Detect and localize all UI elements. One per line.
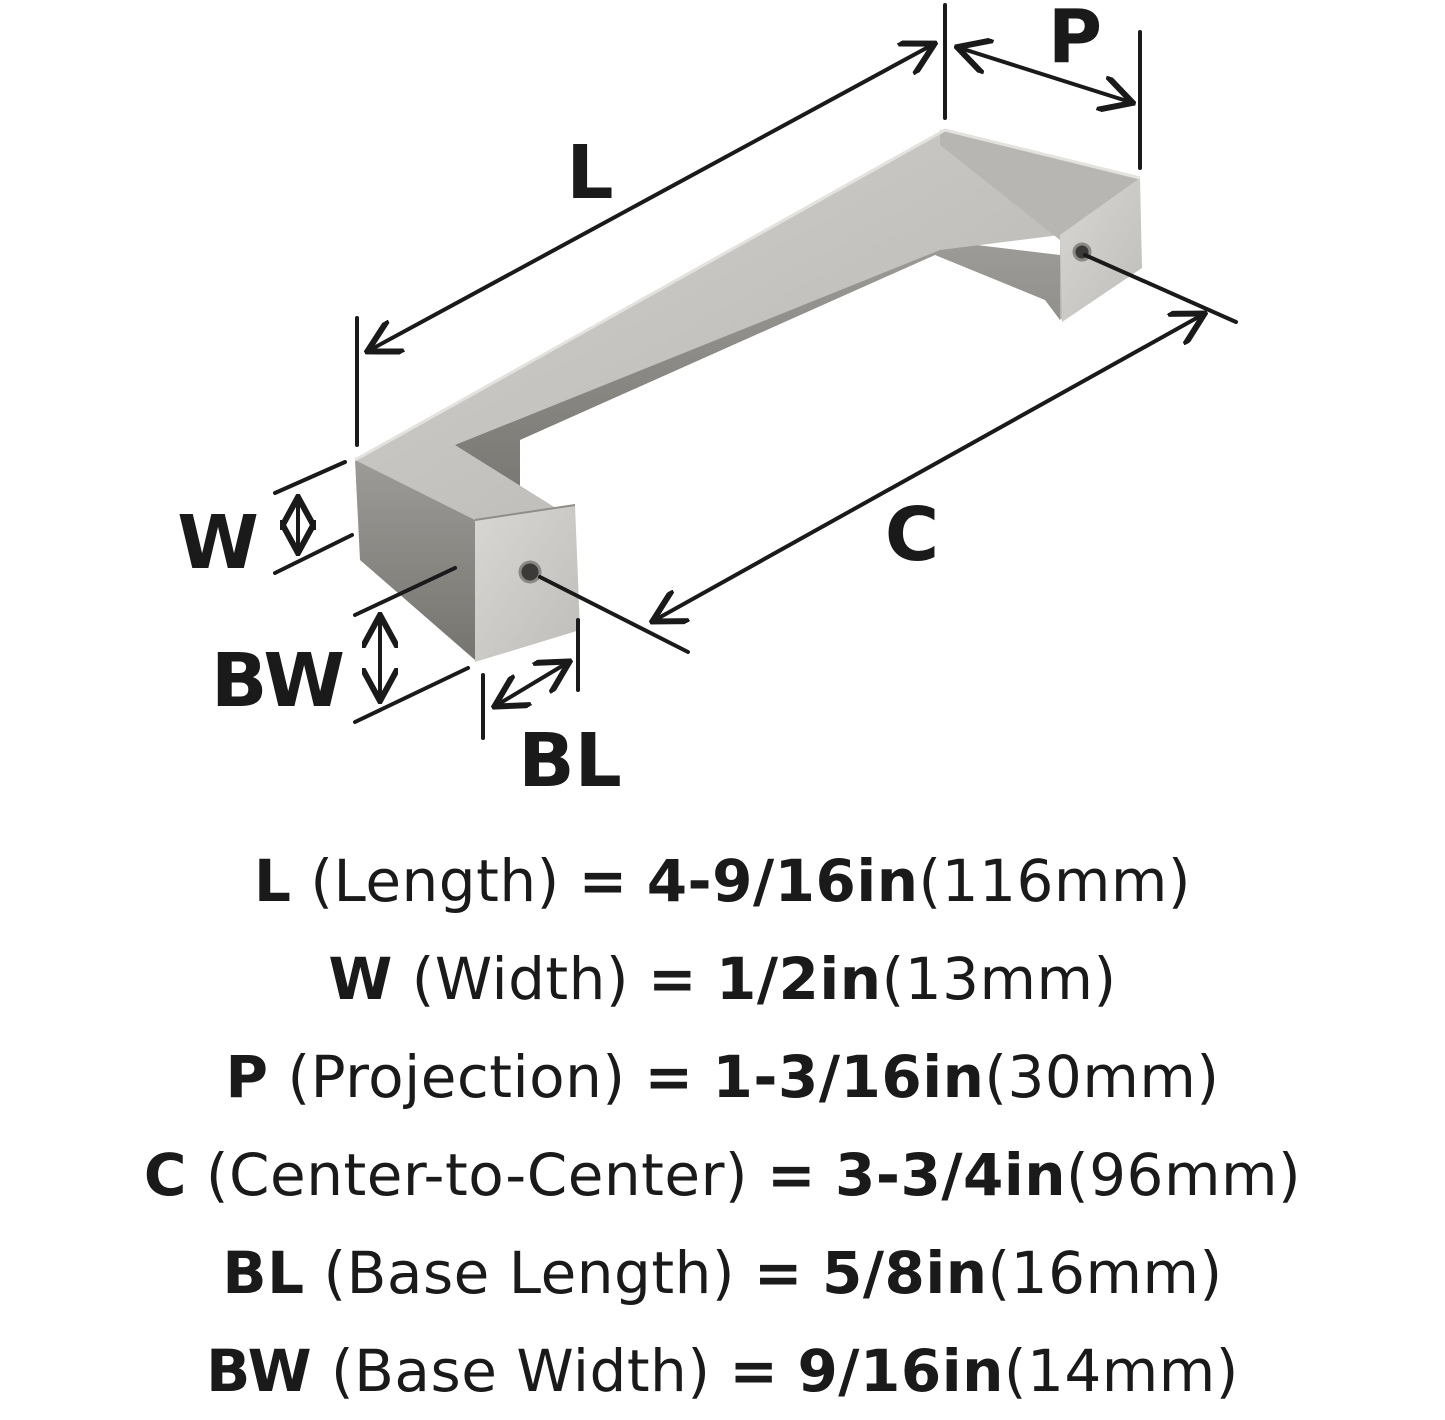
- spec-imperial: 9/16in: [797, 1337, 1004, 1405]
- spec-imperial: 1-3/16in: [712, 1043, 985, 1111]
- dimension-length: L: [355, 3, 947, 447]
- spec-row-length: L (Length) = 4-9/16in(116mm): [0, 832, 1445, 930]
- dimension-width: W: [177, 460, 354, 586]
- label-BL: BL: [518, 718, 622, 804]
- label-P: P: [1048, 0, 1102, 80]
- handle-front-end-face: [475, 505, 580, 662]
- spec-row-width: W (Width) = 1/2in(13mm): [0, 930, 1445, 1028]
- spec-equals: =: [578, 847, 628, 915]
- spec-row-base-length: BL (Base Length) = 5/8in(16mm): [0, 1224, 1445, 1322]
- label-W: W: [177, 500, 259, 586]
- spec-name: (Projection): [287, 1043, 626, 1111]
- spec-metric: (13mm): [881, 945, 1117, 1013]
- spec-row-center-to-center: C (Center-to-Center) = 3-3/4in(96mm): [0, 1126, 1445, 1224]
- spec-code: BW: [206, 1337, 313, 1405]
- handle-top-face: [355, 130, 1140, 560]
- front-screw-hole: [518, 560, 542, 584]
- spec-imperial: 3-3/4in: [835, 1141, 1067, 1209]
- spec-imperial: 5/8in: [821, 1239, 988, 1307]
- spec-code: W: [328, 945, 393, 1013]
- cabinet-pull-handle: [354, 128, 1142, 662]
- spec-code: BL: [222, 1239, 305, 1307]
- spec-row-projection: P (Projection) = 1-3/16in(30mm): [0, 1028, 1445, 1126]
- spec-name: (Length): [310, 847, 560, 915]
- spec-metric: (16mm): [987, 1239, 1223, 1307]
- spec-code: C: [143, 1141, 187, 1209]
- spec-equals: =: [647, 945, 698, 1013]
- spec-imperial: 4-9/16in: [646, 847, 919, 915]
- handle-dimension-diagram: L P C W BW BL: [177, 0, 1238, 804]
- spec-name: (Center-to-Center): [205, 1141, 749, 1209]
- spec-metric: (116mm): [918, 847, 1192, 915]
- dimension-projection: P: [960, 0, 1142, 170]
- spec-row-base-width: BW (Base Width) = 9/16in(14mm): [0, 1322, 1445, 1420]
- spec-equals: =: [644, 1043, 694, 1111]
- spec-name: (Base Length): [323, 1239, 735, 1307]
- spec-metric: (30mm): [984, 1043, 1220, 1111]
- dimension-base-width: BW: [211, 566, 470, 724]
- label-L: L: [566, 130, 613, 216]
- spec-imperial: 1/2in: [716, 945, 882, 1013]
- dimension-center-to-center: C: [538, 253, 1238, 654]
- spec-metric: (14mm): [1003, 1337, 1239, 1405]
- spec-equals: =: [729, 1337, 779, 1405]
- spec-name: (Base Width): [331, 1337, 711, 1405]
- label-BW: BW: [211, 638, 345, 724]
- spec-metric: (96mm): [1066, 1141, 1302, 1209]
- label-C: C: [885, 492, 939, 578]
- handle-front-leg: [355, 460, 475, 660]
- spec-equals: =: [766, 1141, 817, 1209]
- dimension-base-length: BL: [481, 618, 622, 804]
- spec-name: (Width): [411, 945, 630, 1013]
- spec-code: P: [225, 1043, 269, 1111]
- spec-code: L: [253, 847, 292, 915]
- spec-equals: =: [753, 1239, 804, 1307]
- dimension-spec-list: L (Length) = 4-9/16in(116mm) W (Width) =…: [0, 832, 1445, 1420]
- handle-back-end-face: [1060, 178, 1142, 322]
